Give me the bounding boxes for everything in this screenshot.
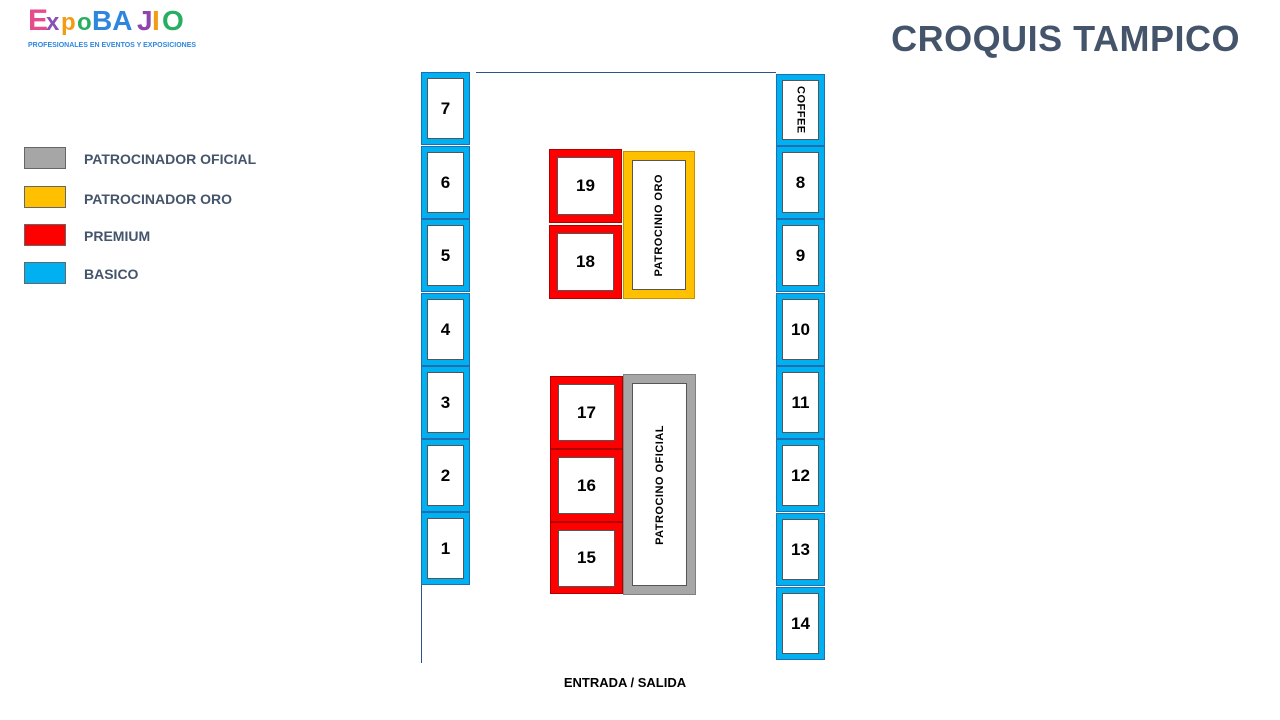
booth-12[interactable]: 12 bbox=[776, 439, 825, 512]
booth-19[interactable]: 19 bbox=[549, 149, 622, 223]
svg-text:o: o bbox=[77, 9, 92, 36]
booth-label: 11 bbox=[782, 372, 819, 433]
expobajio-logo: E x p o BA J I O PROFESIONALES EN EVENTO… bbox=[28, 2, 228, 54]
booth-5[interactable]: 5 bbox=[421, 219, 470, 292]
booth-label: 16 bbox=[558, 457, 615, 514]
booth-13[interactable]: 13 bbox=[776, 513, 825, 586]
booth-label: 4 bbox=[427, 299, 464, 360]
booth-11[interactable]: 11 bbox=[776, 366, 825, 439]
entrance-label: ENTRADA / SALIDA bbox=[563, 675, 687, 690]
booth-14[interactable]: 14 bbox=[776, 587, 825, 660]
page-title: CROQUIS TAMPICO bbox=[891, 18, 1240, 59]
hall-top-wall bbox=[476, 72, 776, 73]
booth-1[interactable]: 1 bbox=[421, 512, 470, 585]
booth-label: 5 bbox=[427, 225, 464, 286]
legend-swatch-premium bbox=[24, 224, 66, 246]
svg-text:p: p bbox=[61, 9, 76, 36]
booth-label: 2 bbox=[427, 445, 464, 506]
legend-label-oro: PATROCINADOR ORO bbox=[84, 191, 233, 207]
booth-label: 12 bbox=[782, 445, 819, 506]
booth-4[interactable]: 4 bbox=[421, 293, 470, 366]
booth-label: 9 bbox=[782, 225, 819, 286]
booth-label: 18 bbox=[557, 233, 614, 291]
legend-label-premium: PREMIUM bbox=[84, 228, 151, 244]
legend-swatch-basico bbox=[24, 262, 66, 284]
booth-patrocinio-oro[interactable]: PATROCINIO ORO bbox=[623, 151, 695, 299]
booth-9[interactable]: 9 bbox=[776, 219, 825, 292]
svg-text:x: x bbox=[46, 9, 60, 36]
svg-text:J: J bbox=[137, 5, 153, 36]
booth-3[interactable]: 3 bbox=[421, 366, 470, 439]
booth-coffee[interactable]: COFFEE bbox=[776, 74, 825, 146]
booth-label: PATROCINO OFICIAL bbox=[653, 424, 666, 545]
booth-label: 8 bbox=[782, 152, 819, 213]
booth-7[interactable]: 7 bbox=[421, 72, 470, 145]
booth-label: 19 bbox=[557, 157, 614, 215]
booth-label: 3 bbox=[427, 372, 464, 433]
booth-label: 1 bbox=[427, 518, 464, 579]
booth-label: 7 bbox=[427, 78, 464, 139]
booth-6[interactable]: 6 bbox=[421, 146, 470, 219]
legend-label-oficial: PATROCINADOR OFICIAL bbox=[84, 151, 257, 167]
booth-label: 10 bbox=[782, 299, 819, 360]
svg-text:BA: BA bbox=[92, 5, 132, 36]
booth-label: COFFEE bbox=[782, 80, 819, 140]
booth-16[interactable]: 16 bbox=[550, 449, 623, 522]
legend-swatch-oro bbox=[24, 186, 66, 208]
booth-patrocinio-oficial[interactable]: PATROCINO OFICIAL bbox=[623, 374, 696, 595]
svg-text:PROFESIONALES EN EVENTOS Y EXP: PROFESIONALES EN EVENTOS Y EXPOSICIONES bbox=[28, 42, 196, 49]
booth-label: 17 bbox=[558, 384, 615, 441]
svg-text:O: O bbox=[162, 5, 184, 36]
booth-oro-box: PATROCINIO ORO bbox=[632, 160, 686, 290]
svg-text:E: E bbox=[28, 4, 48, 37]
booth-8[interactable]: 8 bbox=[776, 146, 825, 219]
booth-17[interactable]: 17 bbox=[550, 376, 623, 449]
booth-2[interactable]: 2 bbox=[421, 439, 470, 512]
booth-oficial-box: PATROCINO OFICIAL bbox=[632, 383, 687, 586]
booth-15[interactable]: 15 bbox=[550, 522, 623, 594]
legend-swatch-oficial bbox=[24, 147, 66, 169]
booth-18[interactable]: 18 bbox=[549, 225, 622, 299]
booth-label: PATROCINIO ORO bbox=[653, 173, 665, 277]
booth-label: 13 bbox=[782, 519, 819, 580]
booth-label: 14 bbox=[782, 593, 819, 654]
booth-label: 15 bbox=[558, 529, 615, 587]
legend-label-basico: BASICO bbox=[84, 266, 139, 282]
hall-left-wall bbox=[421, 585, 422, 663]
booth-label: 6 bbox=[427, 152, 464, 213]
booth-10[interactable]: 10 bbox=[776, 293, 825, 366]
svg-text:I: I bbox=[152, 5, 160, 36]
